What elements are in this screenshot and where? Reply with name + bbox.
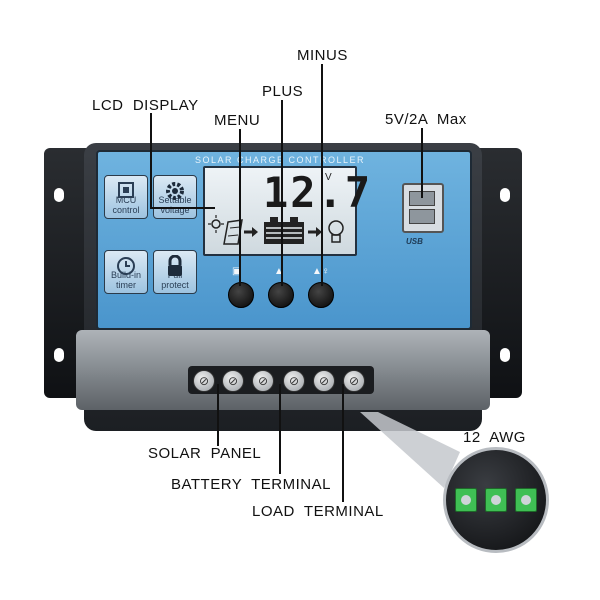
arrow-right-icon bbox=[244, 227, 258, 237]
chip-icon bbox=[118, 182, 134, 198]
tile-label: Settable voltage bbox=[158, 195, 192, 215]
battery-icon bbox=[264, 217, 304, 244]
solar-panel-leader bbox=[217, 384, 219, 446]
battery-positive-screw[interactable]: ⊘ bbox=[252, 370, 274, 392]
inset-pointer bbox=[360, 412, 460, 488]
menu-symbol-icon: ▣ bbox=[232, 266, 242, 277]
usb-port[interactable] bbox=[409, 209, 435, 224]
load-terminal-leader bbox=[342, 384, 344, 502]
full-protect-tile: Full protect bbox=[153, 250, 197, 294]
lcd-unit: V bbox=[325, 172, 332, 183]
closeup-terminal bbox=[515, 488, 537, 512]
battery-terminal-label: BATTERY TERMINAL bbox=[171, 476, 331, 493]
closeup-terminal bbox=[455, 488, 477, 512]
up-triangle-icon: ▲ bbox=[274, 266, 284, 277]
usb-port-housing bbox=[402, 183, 444, 233]
menu-label: MENU bbox=[214, 112, 261, 129]
plus-label: PLUS bbox=[262, 83, 304, 100]
gear-icon bbox=[166, 182, 184, 200]
menu-button[interactable] bbox=[228, 282, 254, 308]
bulb-icon bbox=[328, 220, 344, 243]
load-negative-screw[interactable]: ⊘ bbox=[343, 370, 365, 392]
load-positive-screw[interactable]: ⊘ bbox=[313, 370, 335, 392]
tile-label: Build-in timer bbox=[110, 270, 141, 290]
build-in-timer-tile: Build-in timer bbox=[104, 250, 148, 294]
menu-leader bbox=[239, 129, 241, 286]
clock-icon bbox=[117, 257, 135, 275]
usb-label: 5V/2A Max bbox=[385, 111, 467, 128]
lcd-status-icons bbox=[208, 215, 344, 245]
load-terminal-label: LOAD TERMINAL bbox=[252, 503, 384, 520]
mcu-control-tile: MCU control bbox=[104, 175, 148, 219]
battery-negative-screw[interactable]: ⊘ bbox=[283, 370, 305, 392]
down-triangle-bulb-icon: ▲♀ bbox=[312, 266, 329, 277]
closeup-terminal bbox=[485, 488, 507, 512]
solar-negative-screw[interactable]: ⊘ bbox=[222, 370, 244, 392]
minus-leader bbox=[321, 64, 323, 286]
arrow-right-icon bbox=[308, 227, 322, 237]
solar-panel-icon bbox=[223, 219, 243, 245]
lcd-display-label: LCD DISPLAY bbox=[92, 97, 199, 114]
solar-positive-screw[interactable]: ⊘ bbox=[193, 370, 215, 392]
tile-label: MCU control bbox=[112, 195, 140, 215]
panel-title: SOLAR CHARGE CONTROLLER bbox=[194, 155, 366, 165]
minus-button[interactable] bbox=[308, 282, 334, 308]
lock-icon bbox=[168, 255, 182, 276]
plus-leader bbox=[281, 100, 283, 286]
lcd-leader-v bbox=[150, 207, 215, 209]
lcd-voltage-readout: 12.7 bbox=[263, 168, 373, 217]
wire-gauge-label: 12 AWG bbox=[463, 429, 526, 446]
minus-label: MINUS bbox=[297, 47, 348, 64]
lcd-leader-h bbox=[150, 113, 152, 208]
usb-leader bbox=[421, 128, 423, 198]
sun-icon bbox=[208, 215, 224, 233]
usb-logo: USB bbox=[406, 237, 423, 246]
settable-voltage-tile: Settable voltage bbox=[153, 175, 197, 219]
solar-panel-label: SOLAR PANEL bbox=[148, 445, 262, 462]
plus-button[interactable] bbox=[268, 282, 294, 308]
battery-terminal-leader bbox=[279, 384, 281, 474]
